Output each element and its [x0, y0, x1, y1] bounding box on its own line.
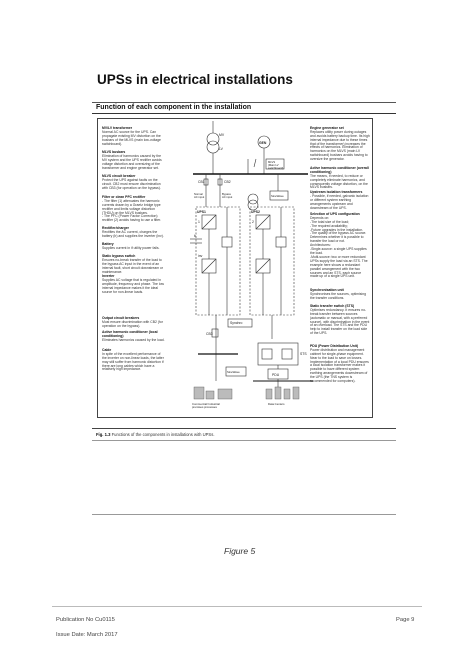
- label-pdu: PDU (Power Distribution Unit)Power distr…: [310, 343, 369, 384]
- ups1-label: UPS1: [197, 210, 206, 214]
- sinewave-upper-label: SineWave: [271, 194, 284, 198]
- commercial-building: [193, 386, 205, 400]
- label-active-harmonic-overall: Active harmonic conditioner (overall con…: [310, 165, 369, 190]
- filter-1-label: 1: [198, 220, 200, 224]
- figure-number-label: Figure 5: [224, 546, 256, 556]
- loads-right-label: Data Centers: [268, 402, 285, 406]
- synchro-box: [227, 318, 253, 328]
- section-heading: UPSs in electrical installations: [97, 72, 293, 87]
- figure-bottom-rule: [92, 428, 396, 429]
- cb1-breaker: [203, 178, 209, 186]
- industrial-process: [217, 388, 233, 400]
- mlvs-box: [265, 158, 285, 170]
- bypass-switch-1: [221, 236, 233, 248]
- figure-title-rule: [92, 113, 396, 114]
- footer-publication: Publication No Cu0115: [56, 617, 115, 623]
- footer-rule: [52, 606, 422, 607]
- ups2-enclosure: [249, 206, 295, 316]
- sts-label: STS: [300, 352, 307, 356]
- mv-transformer-primary: [206, 132, 220, 146]
- lv-label: LV: [219, 147, 224, 151]
- figure-title: Function of each component in the instal…: [96, 104, 252, 111]
- battery-b-label: b: [194, 234, 196, 238]
- sinewave-conditioner-lower: [225, 366, 247, 377]
- mv-transformer-secondary: [206, 140, 220, 154]
- label-active-harmonic-local: Active harmonic conditioner (local condi…: [102, 329, 165, 342]
- footer-issue-date: Issue Date: March 2017: [56, 632, 118, 638]
- inverter-inv-label: inv: [198, 254, 203, 258]
- ups1-enclosure: [195, 206, 241, 316]
- bypass-switch-2: [275, 236, 287, 248]
- gen-label: GEN: [259, 141, 267, 145]
- data-center-rack-1: [265, 388, 273, 400]
- cb1-label: CB1: [198, 180, 205, 184]
- sinewave-lower-label: SineWave: [227, 370, 240, 374]
- data-center-rack-2: [274, 386, 282, 400]
- caption-number: Fig. 1.3: [96, 432, 111, 437]
- label-upstream-isolation: Upstream isolation transformers- Possibl…: [310, 189, 369, 210]
- sinewave-conditioner-upper: [269, 190, 289, 201]
- cb2-breaker: [217, 178, 223, 186]
- pdu-label: PDU: [272, 373, 280, 377]
- label-filter-pfc-rectifier: Filter or clean PFC rectifier- The filte…: [102, 194, 161, 223]
- cb3-label: CB3: [206, 332, 213, 336]
- cb2-label: CB2: [224, 180, 231, 184]
- figure-box: Function of each component in the instal…: [92, 102, 396, 429]
- data-center-rack-4: [292, 386, 300, 400]
- figure-caption: Fig. 1.3 Functions of the components in …: [96, 432, 215, 437]
- ups2-label: UPS2: [251, 210, 260, 214]
- synchro-label: Synchro: [230, 321, 243, 325]
- caption-text: Functions of the components in installat…: [111, 432, 215, 437]
- mv-label: MV: [219, 133, 225, 137]
- footer-page-number: Page 9: [396, 617, 415, 623]
- figure-top-rule: [92, 102, 396, 103]
- data-center-rack-3: [283, 388, 291, 400]
- caption-rule: [92, 440, 396, 441]
- filter-2-label: 2: [252, 220, 254, 224]
- lower-rule: [92, 514, 396, 515]
- cb3-breaker: [211, 328, 219, 338]
- label-static-transfer-switch: Static transfer switch (STS)Optimises re…: [310, 303, 370, 336]
